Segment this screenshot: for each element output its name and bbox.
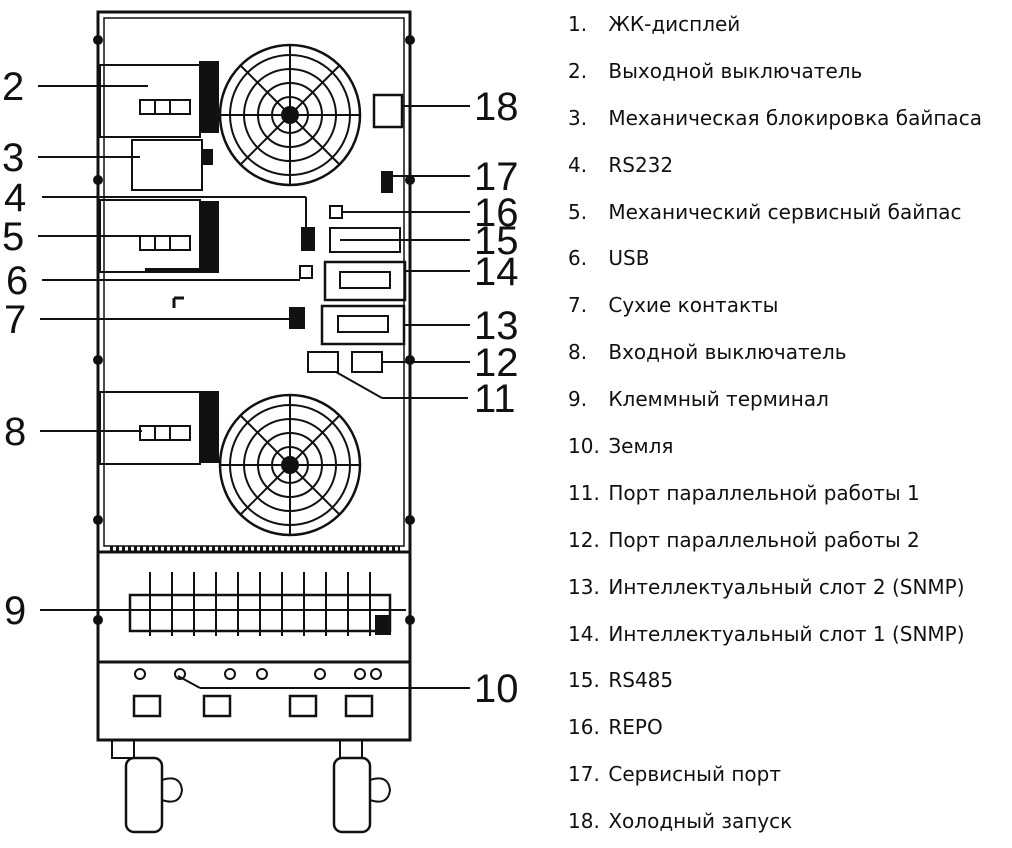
legend-item: 5. Механический сервисный байпас xyxy=(568,199,962,224)
legend-item: 17. Сервисный порт xyxy=(568,762,781,787)
legend-item: 6. USB xyxy=(568,246,650,271)
legend-item: 3. Механическая блокировка байпаса xyxy=(568,105,982,130)
callout-7: 7 xyxy=(4,298,26,342)
castor-wheels xyxy=(111,739,392,834)
callout-13: 13 xyxy=(474,304,519,348)
callout-10: 10 xyxy=(474,667,519,711)
legend-item: 4. RS232 xyxy=(568,152,674,177)
upper-fan xyxy=(218,43,362,187)
maintenance-bypass xyxy=(99,199,219,273)
legend-item: 16. REPO xyxy=(568,715,663,740)
legend-item: 12. Порт параллельной работы 2 xyxy=(568,527,920,552)
legend-item: 15. RS485 xyxy=(568,668,674,693)
callout-14: 14 xyxy=(474,250,519,294)
callout-8: 8 xyxy=(4,410,26,454)
callout-5: 5 xyxy=(2,215,24,259)
callout-4: 4 xyxy=(4,176,26,220)
output-breaker xyxy=(99,61,219,138)
bypass-lock xyxy=(131,139,213,191)
callout-9: 9 xyxy=(4,589,26,633)
terminal-block xyxy=(110,545,400,636)
callout-6: 6 xyxy=(6,259,28,303)
legend-item: 14. Интеллектуальный слот 1 (SNMP) xyxy=(568,621,965,646)
callout-11: 11 xyxy=(474,377,516,421)
legend-item: 13. Интеллектуальный слот 2 (SNMP) xyxy=(568,574,965,599)
legend-item: 18. Холодный запуск xyxy=(568,809,793,834)
legend-item: 2. Выходной выключатель xyxy=(568,58,863,83)
callout-12: 12 xyxy=(474,341,519,385)
legend-item: 1. ЖК-дисплей xyxy=(568,12,741,36)
callout-16: 16 xyxy=(474,191,519,235)
legend-item: 8. Входной выключатель xyxy=(568,340,847,365)
ups-rear-panel-diagram: 2 3 4 5 6 7 8 9 10 11 12 13 14 15 16 17 … xyxy=(2,10,519,834)
callout-18: 18 xyxy=(474,85,519,129)
lower-fan xyxy=(218,393,362,537)
component-legend: 1. ЖК-дисплей 2. Выходной выключатель 3.… xyxy=(568,4,1008,848)
callout-numbers: 2 3 4 5 6 7 8 9 10 11 12 13 14 15 16 17 … xyxy=(2,65,519,711)
callout-3: 3 xyxy=(2,136,24,180)
callout-2: 2 xyxy=(2,65,24,109)
ground-area xyxy=(132,668,382,718)
legend-item: 10. Земля xyxy=(568,434,674,459)
legend-item: 11. Порт параллельной работы 1 xyxy=(568,480,920,505)
legend-item: 7. Сухие контакты xyxy=(568,293,779,318)
callout-15: 15 xyxy=(474,219,519,263)
input-breaker xyxy=(99,391,219,465)
callout-17: 17 xyxy=(474,155,519,199)
legend-item: 9. Клеммный терминал xyxy=(568,387,829,412)
callout-lines xyxy=(38,85,470,689)
